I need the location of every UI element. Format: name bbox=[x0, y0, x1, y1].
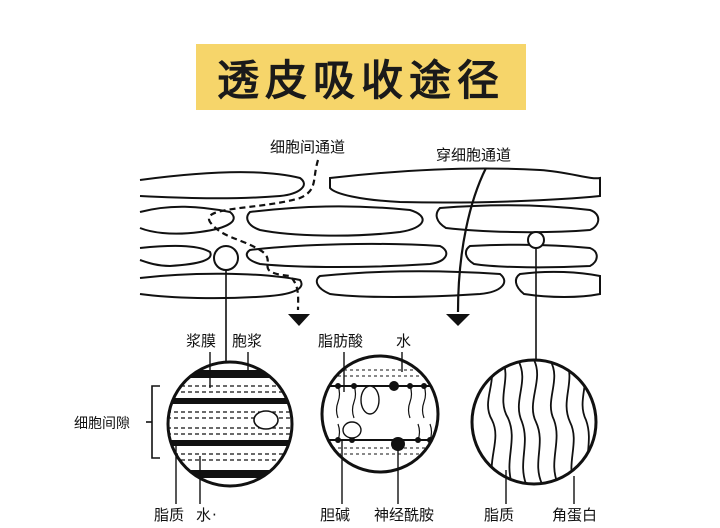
transcellular-path-route bbox=[456, 167, 487, 313]
cell-outline bbox=[246, 205, 424, 237]
intercellular-zoom bbox=[166, 360, 294, 488]
membrane-band bbox=[168, 470, 292, 478]
stratum-corneum-layers bbox=[139, 167, 601, 300]
title-banner: 透皮吸收途径 bbox=[196, 44, 526, 110]
right-magnifier-circle bbox=[527, 231, 545, 249]
membrane-band bbox=[168, 370, 292, 378]
cell-outline bbox=[245, 242, 448, 268]
choline-label: 胆碱 bbox=[320, 506, 350, 524]
water-label-top: 水 bbox=[396, 332, 411, 350]
fatty-acid-label: 脂肪酸 bbox=[318, 332, 363, 350]
intercellular-space-label: 细胞间隙 bbox=[74, 416, 130, 432]
water-label-left: 水 bbox=[196, 506, 211, 524]
intercellular-arrowhead bbox=[288, 314, 310, 326]
ceramide-label: 神经酰胺 bbox=[374, 506, 434, 524]
membrane-band bbox=[168, 398, 292, 404]
vesicle bbox=[253, 410, 279, 430]
lipid-zoom bbox=[320, 354, 440, 474]
intercellular-space-bracket bbox=[151, 385, 160, 459]
cell-outline bbox=[315, 270, 506, 298]
cell-outline bbox=[139, 244, 212, 268]
cell-outline bbox=[139, 205, 235, 235]
intercellular-path-label: 细胞间通道 bbox=[270, 138, 345, 156]
serous-membrane-label: 浆膜 bbox=[186, 332, 216, 350]
cell-outline bbox=[329, 167, 601, 204]
lipid-label-right: 脂质 bbox=[484, 506, 514, 524]
cell-outline bbox=[139, 171, 305, 200]
transcellular-arrowhead bbox=[446, 314, 470, 326]
svg-text:·: · bbox=[212, 506, 217, 524]
lipid-label-left: 脂质 bbox=[154, 506, 184, 524]
cytoplasm-label: 胞浆 bbox=[232, 332, 262, 350]
cell-outline bbox=[435, 204, 600, 234]
cell-outline bbox=[514, 270, 601, 298]
keratin-zoom bbox=[470, 358, 598, 486]
left-magnifier-circle bbox=[213, 245, 239, 271]
cell-outline bbox=[139, 272, 303, 300]
intercellular-path-route bbox=[207, 159, 320, 311]
transcellular-path-label: 穿细胞通道 bbox=[436, 146, 511, 164]
cell-outline bbox=[464, 243, 598, 269]
keratin-label: 角蛋白 bbox=[552, 506, 597, 524]
page-title: 透皮吸收途径 bbox=[216, 55, 505, 105]
membrane-band bbox=[168, 440, 292, 446]
